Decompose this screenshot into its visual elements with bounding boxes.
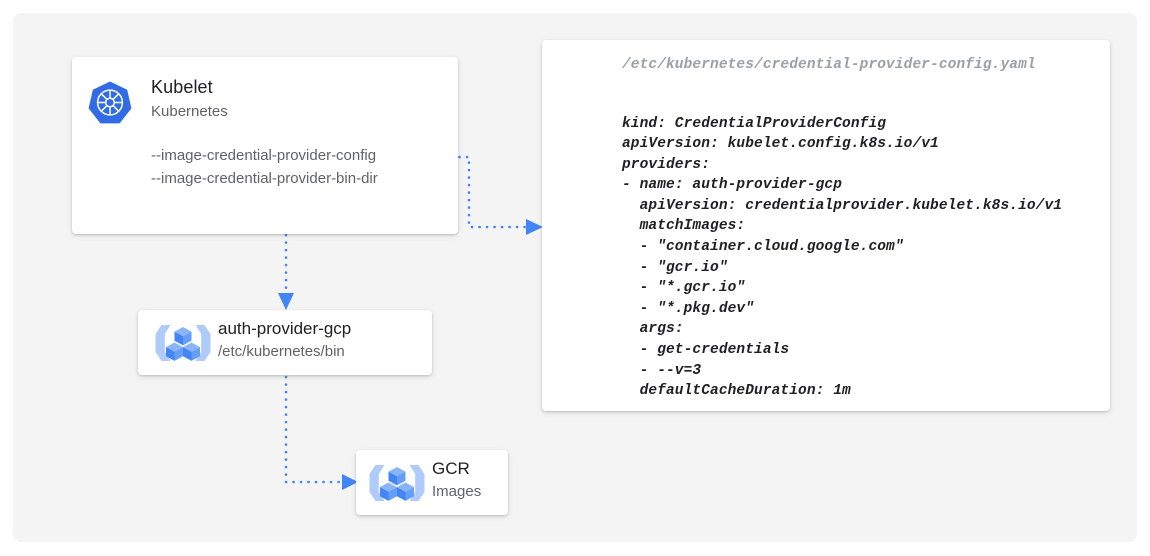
kubelet-flag-bin-dir: --image-credential-provider-bin-dir <box>151 170 378 187</box>
gcr-card[interactable]: GCR Images <box>356 450 508 515</box>
kubelet-card[interactable]: Kubelet Kubernetes --image-credential-pr… <box>72 57 458 234</box>
gcr-subtitle: Images <box>432 483 482 500</box>
auth-provider-gcp-title: auth-provider-gcp <box>218 319 352 338</box>
kubelet-flag-config: --image-credential-provider-config <box>151 147 377 164</box>
kubelet-subtitle: Kubernetes <box>151 103 228 120</box>
yaml-file-path: /etc/kubernetes/credential-provider-conf… <box>622 57 1036 73</box>
auth-provider-gcp-card[interactable]: auth-provider-gcp /etc/kubernetes/bin <box>138 310 432 375</box>
kubernetes-icon <box>88 81 132 124</box>
gcr-title: GCR <box>432 459 470 478</box>
auth-provider-gcp-path: /etc/kubernetes/bin <box>218 343 345 360</box>
credential-provider-config-card[interactable]: /etc/kubernetes/credential-provider-conf… <box>542 40 1110 411</box>
yaml-content: kind: CredentialProviderConfig apiVersio… <box>622 115 1063 400</box>
container-registry-icon <box>369 465 425 501</box>
container-registry-icon <box>155 325 211 361</box>
kubelet-title: Kubelet <box>151 77 213 97</box>
